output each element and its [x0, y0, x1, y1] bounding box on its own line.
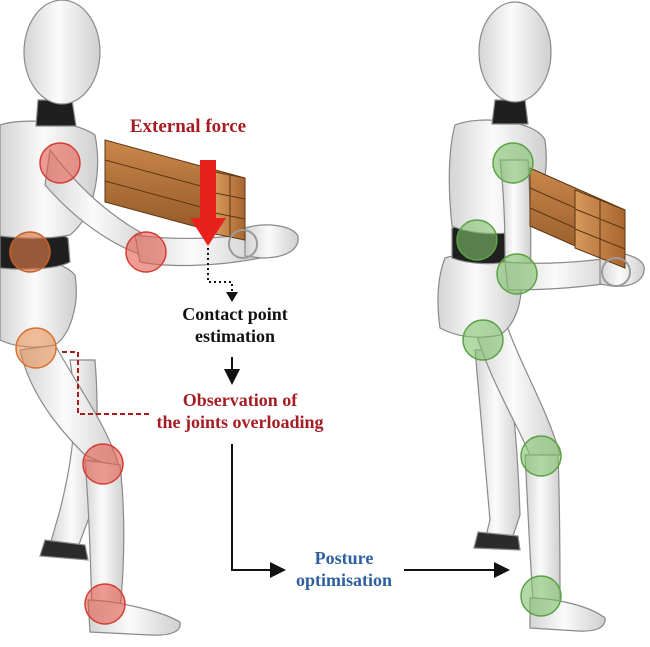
flow-arrow-observation-posture	[231, 444, 286, 578]
observation-label-line1: Observation of	[182, 390, 298, 410]
elbow-joint-marker-right	[496, 253, 538, 295]
knee-joint-marker	[82, 443, 124, 485]
lumbar-joint-marker-right	[456, 219, 498, 261]
external-force-label: External force	[129, 116, 247, 137]
observation-bracket	[62, 351, 152, 415]
hip-joint-marker	[15, 327, 57, 369]
posture-label-line1: Posture	[314, 548, 374, 568]
lumbar-joint-marker	[9, 231, 51, 273]
posture-optimisation-label: Posture optimisation	[284, 548, 404, 591]
overload-joints	[9, 142, 167, 625]
contact-point-marker-right	[601, 257, 631, 287]
ankle-joint-marker	[84, 583, 126, 625]
elbow-joint-marker	[125, 231, 167, 273]
contact-dotted-arrowhead	[226, 292, 238, 302]
observation-label: Observation of the joints overloading	[140, 390, 340, 433]
contact-point-label: Contact point estimation	[150, 304, 320, 347]
contact-point-label-line1: Contact point	[182, 304, 288, 324]
shoulder-joint-marker	[39, 142, 81, 184]
contact-dotted-connector	[207, 248, 233, 298]
force-arrow-icon	[190, 160, 226, 246]
optimised-joints	[456, 142, 562, 617]
posture-label-line2: optimisation	[295, 569, 392, 590]
contact-point-marker	[228, 229, 258, 259]
hip-joint-marker-right	[462, 319, 504, 361]
contact-point-label-line2: estimation	[195, 325, 275, 346]
observation-label-line2: the joints overloading	[156, 411, 324, 432]
ankle-joint-marker-right	[520, 575, 562, 617]
right-mannequin	[437, 1, 645, 632]
knee-joint-marker-right	[520, 435, 562, 477]
wooden-beams-icon-right	[529, 167, 626, 269]
shoulder-joint-marker-right	[492, 142, 534, 184]
